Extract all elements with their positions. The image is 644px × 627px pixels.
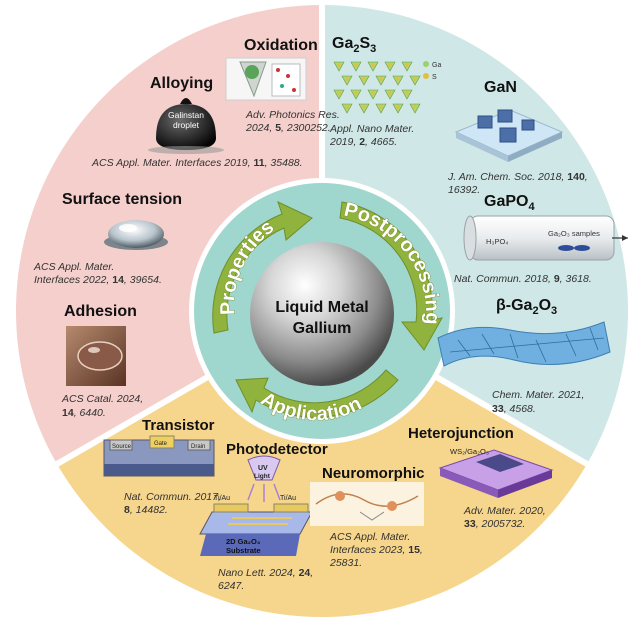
ga2o3-samples-label: Ga₂O₃ samples: [548, 229, 600, 238]
heterojunction-device-image: [438, 449, 554, 498]
ga2s3-ref-line1: Appl. Nano Mater.: [329, 123, 414, 135]
neuromorphic-ref-line1: ACS Appl. Mater.: [329, 531, 410, 543]
lattice-atom: [388, 91, 392, 95]
transistor-title: Transistor: [142, 417, 215, 434]
gan-title: GaN: [484, 79, 517, 96]
oxidation-title: Oxidation: [244, 37, 318, 54]
heterojunction-ref-line2: 33, 2005732.: [464, 518, 525, 530]
ga-legend-label: Ga: [432, 62, 441, 69]
surface-tension-ref-line2: Interfaces 2022, 14, 39654.: [34, 274, 162, 286]
application-arrow: [235, 369, 399, 418]
photodetector-title: Photodetector: [226, 441, 328, 458]
lattice-atom: [354, 91, 358, 95]
photodetector-ref-line1: Nano Lett. 2024, 24,: [218, 567, 313, 579]
s-legend-label: S: [432, 74, 437, 81]
uv-label: UV: [258, 465, 268, 472]
lattice-atom: [388, 63, 392, 67]
lattice-atom: [354, 63, 358, 67]
lattice-atom: [337, 63, 341, 67]
lattice-atom: [413, 77, 417, 81]
beta-ga2o3-sheet-image: [437, 321, 611, 367]
gan-ref-line1: J. Am. Chem. Soc. 2018, 140,: [447, 171, 588, 183]
ws2-ga2o3-label: WS₂/Ga₂O₃: [450, 447, 489, 456]
transistor-ref-line2: 8, 14482.: [124, 504, 168, 516]
lattice-atom: [345, 77, 349, 81]
gapo4-title: GaPO4: [484, 193, 535, 213]
center-title-line1: Liquid Metal: [275, 299, 368, 316]
heterojunction-ref-line1: Adv. Mater. 2020,: [463, 505, 546, 517]
neuromorphic-ref-line3: 25831.: [329, 557, 362, 569]
postprocessing-arrow: [339, 201, 443, 351]
tiau-left-label: Ti/Au: [214, 495, 230, 502]
ga2s3-ref-line2: 2019, 2, 4665.: [329, 136, 397, 148]
gate-label: Gate: [154, 441, 168, 447]
transistor-device-image: [103, 435, 215, 477]
galinstan-label: Galinstan: [168, 110, 204, 120]
lattice-atom: [345, 105, 349, 109]
surface-tension-ref-line1: ACS Appl. Mater.: [33, 261, 114, 273]
lattice-atom: [379, 105, 383, 109]
lattice-atom: [371, 63, 375, 67]
lattice-atom: [396, 105, 400, 109]
photodetector-ref-line2: 6247.: [218, 580, 244, 592]
lattice-atom: [379, 77, 383, 81]
oxidation-ref-line1: Adv. Photonics Res.: [245, 109, 340, 121]
heterojunction-title: Heterojunction: [408, 425, 514, 442]
alloying-title: Alloying: [150, 75, 213, 92]
galinstan-droplet-image: [148, 98, 224, 154]
gapo4-tube-furnace-image: [463, 215, 628, 261]
droplet-label: droplet: [173, 120, 200, 130]
h3po4-label: H₃PO₄: [486, 237, 508, 246]
s-legend-dot: [423, 73, 429, 79]
gan-substrate-image: [454, 109, 564, 162]
adhesion-title: Adhesion: [64, 303, 137, 320]
gapo4-ref: Nat. Commun. 2018, 9, 3618.: [454, 273, 592, 285]
lattice-atom: [413, 105, 417, 109]
surface-tension-droplet-image: [104, 220, 168, 250]
photodetector-device-image: [199, 455, 313, 556]
2d-ga2o3-label: 2D Ga₂O₃: [226, 537, 261, 546]
oxidation-image: [225, 57, 307, 101]
transistor-ref-line1: Nat. Commun. 2017,: [124, 491, 221, 503]
beta-ga2o3-title: β-Ga2O3: [496, 297, 557, 317]
neuromorphic-ref-line2: Interfaces 2023, 15,: [330, 544, 423, 556]
ga2s3-lattice-image: [333, 61, 421, 114]
oxidation-ref-line2: 2024, 5, 2300252.: [245, 122, 331, 134]
neuromorphic-synapse-image: [310, 482, 424, 526]
source-label: Source: [112, 444, 132, 450]
lattice-atom: [396, 77, 400, 81]
neuromorphic-title: Neuromorphic: [322, 465, 425, 482]
light-label: Light: [254, 473, 271, 480]
adhesion-image: [66, 326, 126, 386]
lattice-atom: [337, 91, 341, 95]
beta-ga2o3-ref-line2: 33, 4568.: [492, 403, 536, 415]
drain-label: Drain: [191, 444, 205, 450]
lattice-atom: [371, 91, 375, 95]
substrate-label: Substrate: [226, 546, 261, 555]
surface-tension-title: Surface tension: [62, 191, 182, 208]
gallium-sphere: [250, 242, 394, 386]
beta-ga2o3-ref-line1: Chem. Mater. 2021,: [492, 389, 584, 401]
lattice-atom: [362, 105, 366, 109]
ga-legend-dot: [423, 61, 429, 67]
lattice-atom: [362, 77, 366, 81]
alloying-ref: ACS Appl. Mater. Interfaces 2019, 11, 35…: [91, 157, 303, 169]
adhesion-ref-line2: 14, 6440.: [62, 407, 106, 419]
gan-ref-line2: 16392.: [448, 184, 480, 196]
lattice-atom: [405, 91, 409, 95]
lattice-atom: [405, 63, 409, 67]
center-title-line2: Gallium: [293, 320, 352, 337]
ga2s3-title: Ga2S3: [332, 35, 376, 55]
tiau-right-label: Ti/Au: [280, 495, 296, 502]
properties-arrow: [212, 201, 313, 334]
adhesion-ref-line1: ACS Catal. 2024,: [61, 393, 143, 405]
